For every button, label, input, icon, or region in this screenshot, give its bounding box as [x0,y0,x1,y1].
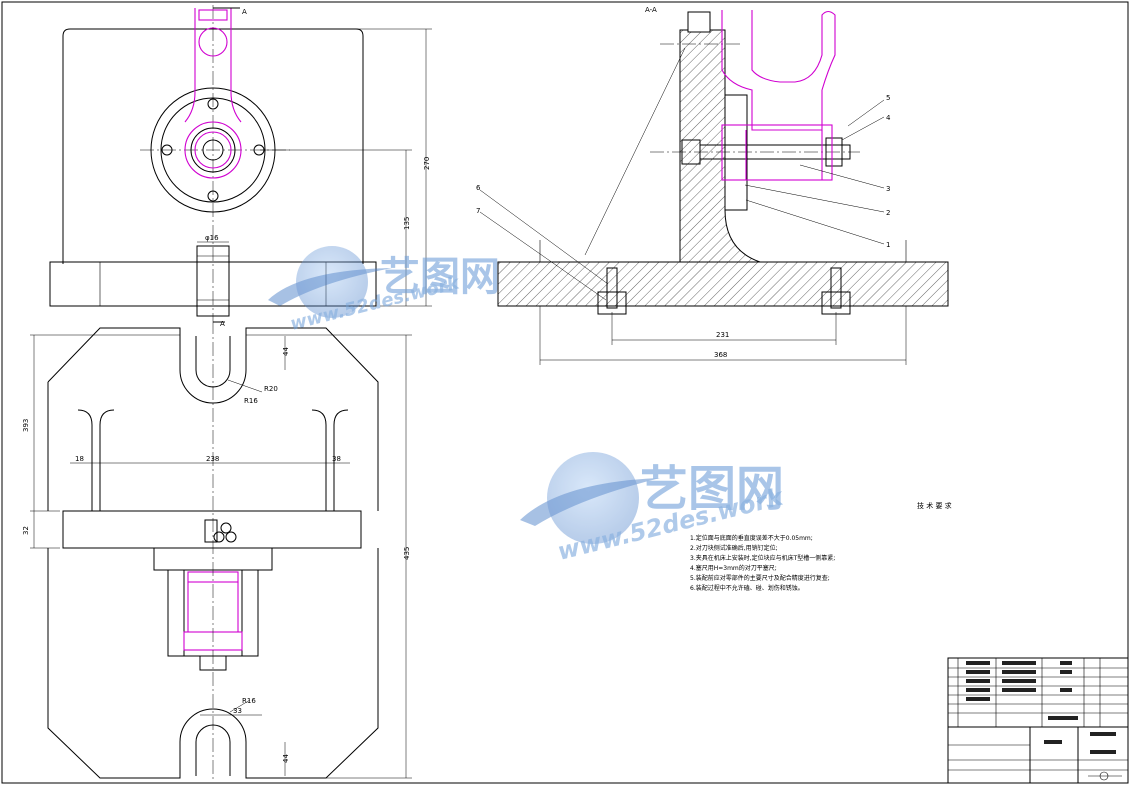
section-view-title: A-A [645,6,657,14]
tech-req-title: 技 术 要 求 [917,501,952,510]
dim-pin-dia: φ16 [205,234,219,242]
tech-req-5: 5.装配前应对零部件的主要尺寸及配合精度进行复查; [690,574,830,582]
dim-top-center: 135 [403,217,411,230]
top-view: A A 270 135 φ16 [49,5,432,328]
dim-span-mid: 238 [206,455,219,463]
dim-slot-radius-upper: R16 [244,397,258,405]
tech-req-2: 2.对刀块侧试准确后,用销钉定位; [690,544,778,552]
part-number-4: 4 [886,114,891,122]
dim-span-right: 38 [332,455,341,463]
dim-span-left: 18 [75,455,84,463]
watermark-lower: 艺图网 www.52des.work [520,452,787,566]
part-number-6: 6 [476,184,481,192]
part-number-5: 5 [886,94,890,102]
dim-slot-r-upper: R20 [264,385,278,393]
tech-req-4: 4.塞尺用H=3mm的对刀平塞尺; [690,564,777,572]
dim-top-height: 270 [423,157,431,170]
front-view: 393 32 435 44 44 R16 R20 R16 33 18 238 3… [22,320,412,780]
dim-section-inner: 231 [716,331,729,339]
section-view: A-A 1 2 3 4 5 [476,6,949,365]
part-number-2: 2 [886,209,890,217]
watermark-brand-upper: 艺图网 [380,254,500,300]
dim-slot-depth-bottom: 44 [282,754,290,763]
part-number-1: 1 [886,241,890,249]
dim-slot-radius-lower: R16 [242,697,256,705]
dim-left-total: 435 [403,547,411,560]
title-block [947,657,1129,784]
tech-req-3: 3.夹具在机床上安装时,定位块应与机床T型槽一侧靠紧; [690,554,835,562]
dim-left-small: 32 [22,526,30,535]
technical-requirements: 技 术 要 求 1.定位面与底面的垂直度误差不大于0.05mm; 2.对刀块侧试… [690,501,952,592]
dim-section-total: 368 [714,351,727,359]
watermark-upper: 艺图网 www.52des.work [268,246,500,335]
dim-left-height: 393 [22,419,30,432]
tech-req-6: 6.装配过程中不允许磕、碰、划伤和锈蚀。 [690,584,804,592]
part-number-3: 3 [886,185,890,193]
section-mark-top: A [242,8,247,16]
dim-slot-width-lower: 33 [233,707,242,715]
globe-logo-icon [268,246,392,318]
part-number-7: 7 [476,207,480,215]
globe-logo-icon [520,452,660,544]
section-mark-bottom: A [220,320,225,328]
watermark-brand-lower: 艺图网 [640,461,784,517]
tech-req-1: 1.定位面与底面的垂直度误差不大于0.05mm; [690,534,813,542]
dim-slot-depth-top: 44 [282,347,290,356]
